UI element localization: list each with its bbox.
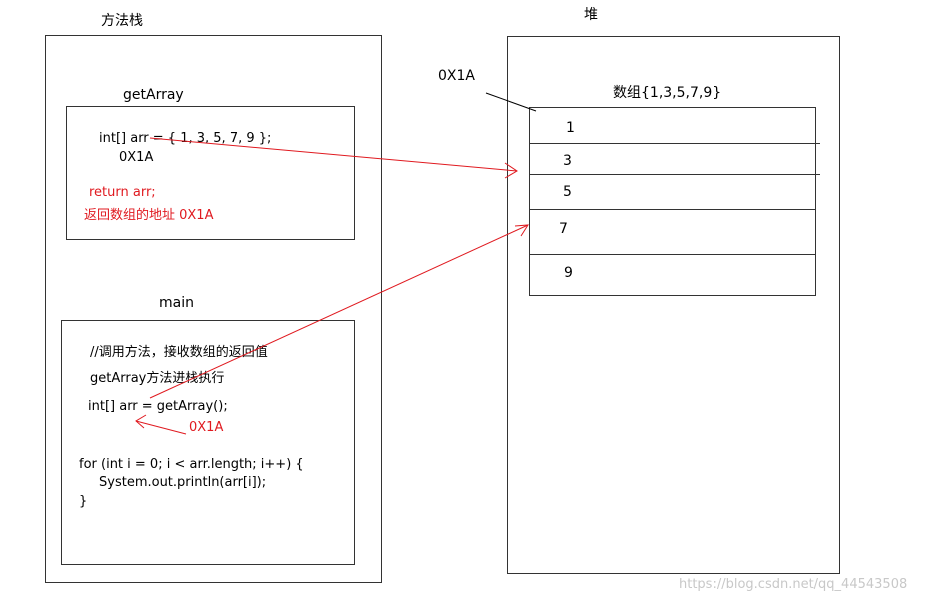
array-divider <box>529 209 816 210</box>
main-label: main <box>159 295 194 311</box>
main-assign-line: int[] arr = getArray(); <box>88 399 228 414</box>
main-address: 0X1A <box>189 420 224 435</box>
reference-arrow-getarray <box>149 137 518 179</box>
watermark: https://blog.csdn.net/qq_44543508 <box>679 577 908 592</box>
array-cell-value: 1 <box>566 120 575 136</box>
getarray-code-line: int[] arr = { 1, 3, 5, 7, 9 }; <box>99 131 272 146</box>
array-cell-value: 9 <box>564 265 573 281</box>
array-divider <box>529 254 816 255</box>
stack-frame <box>45 35 382 583</box>
main-note: getArray方法进栈执行 <box>90 371 225 386</box>
heap-address: 0X1A <box>438 68 475 84</box>
getarray-return-note: 返回数组的地址 0X1A <box>84 208 214 223</box>
getarray-label: getArray <box>123 87 184 103</box>
getarray-return-statement: return arr; <box>89 185 156 200</box>
address-pointer-line <box>485 92 537 112</box>
array-divider <box>529 174 820 175</box>
array-label: 数组{1,3,5,7,9} <box>613 85 722 101</box>
array-divider <box>529 143 820 144</box>
stack-title: 方法栈 <box>101 13 143 29</box>
array-cell-value: 7 <box>559 221 568 237</box>
heap-frame <box>507 36 840 574</box>
array-cell-value: 3 <box>563 153 572 169</box>
return-arrow <box>135 414 187 435</box>
array-cell-value: 5 <box>563 184 572 200</box>
main-print-line: System.out.println(arr[i]); <box>99 475 267 490</box>
reference-arrow-main <box>149 224 529 399</box>
main-for-line: for (int i = 0; i < arr.length; i++) { <box>79 457 304 472</box>
main-frame <box>61 320 355 565</box>
getarray-address: 0X1A <box>119 150 154 165</box>
main-close-brace: } <box>79 494 88 509</box>
getarray-frame <box>66 106 355 240</box>
heap-title: 堆 <box>584 7 598 23</box>
main-comment: //调用方法，接收数组的返回值 <box>90 345 268 360</box>
array-block <box>529 107 816 296</box>
